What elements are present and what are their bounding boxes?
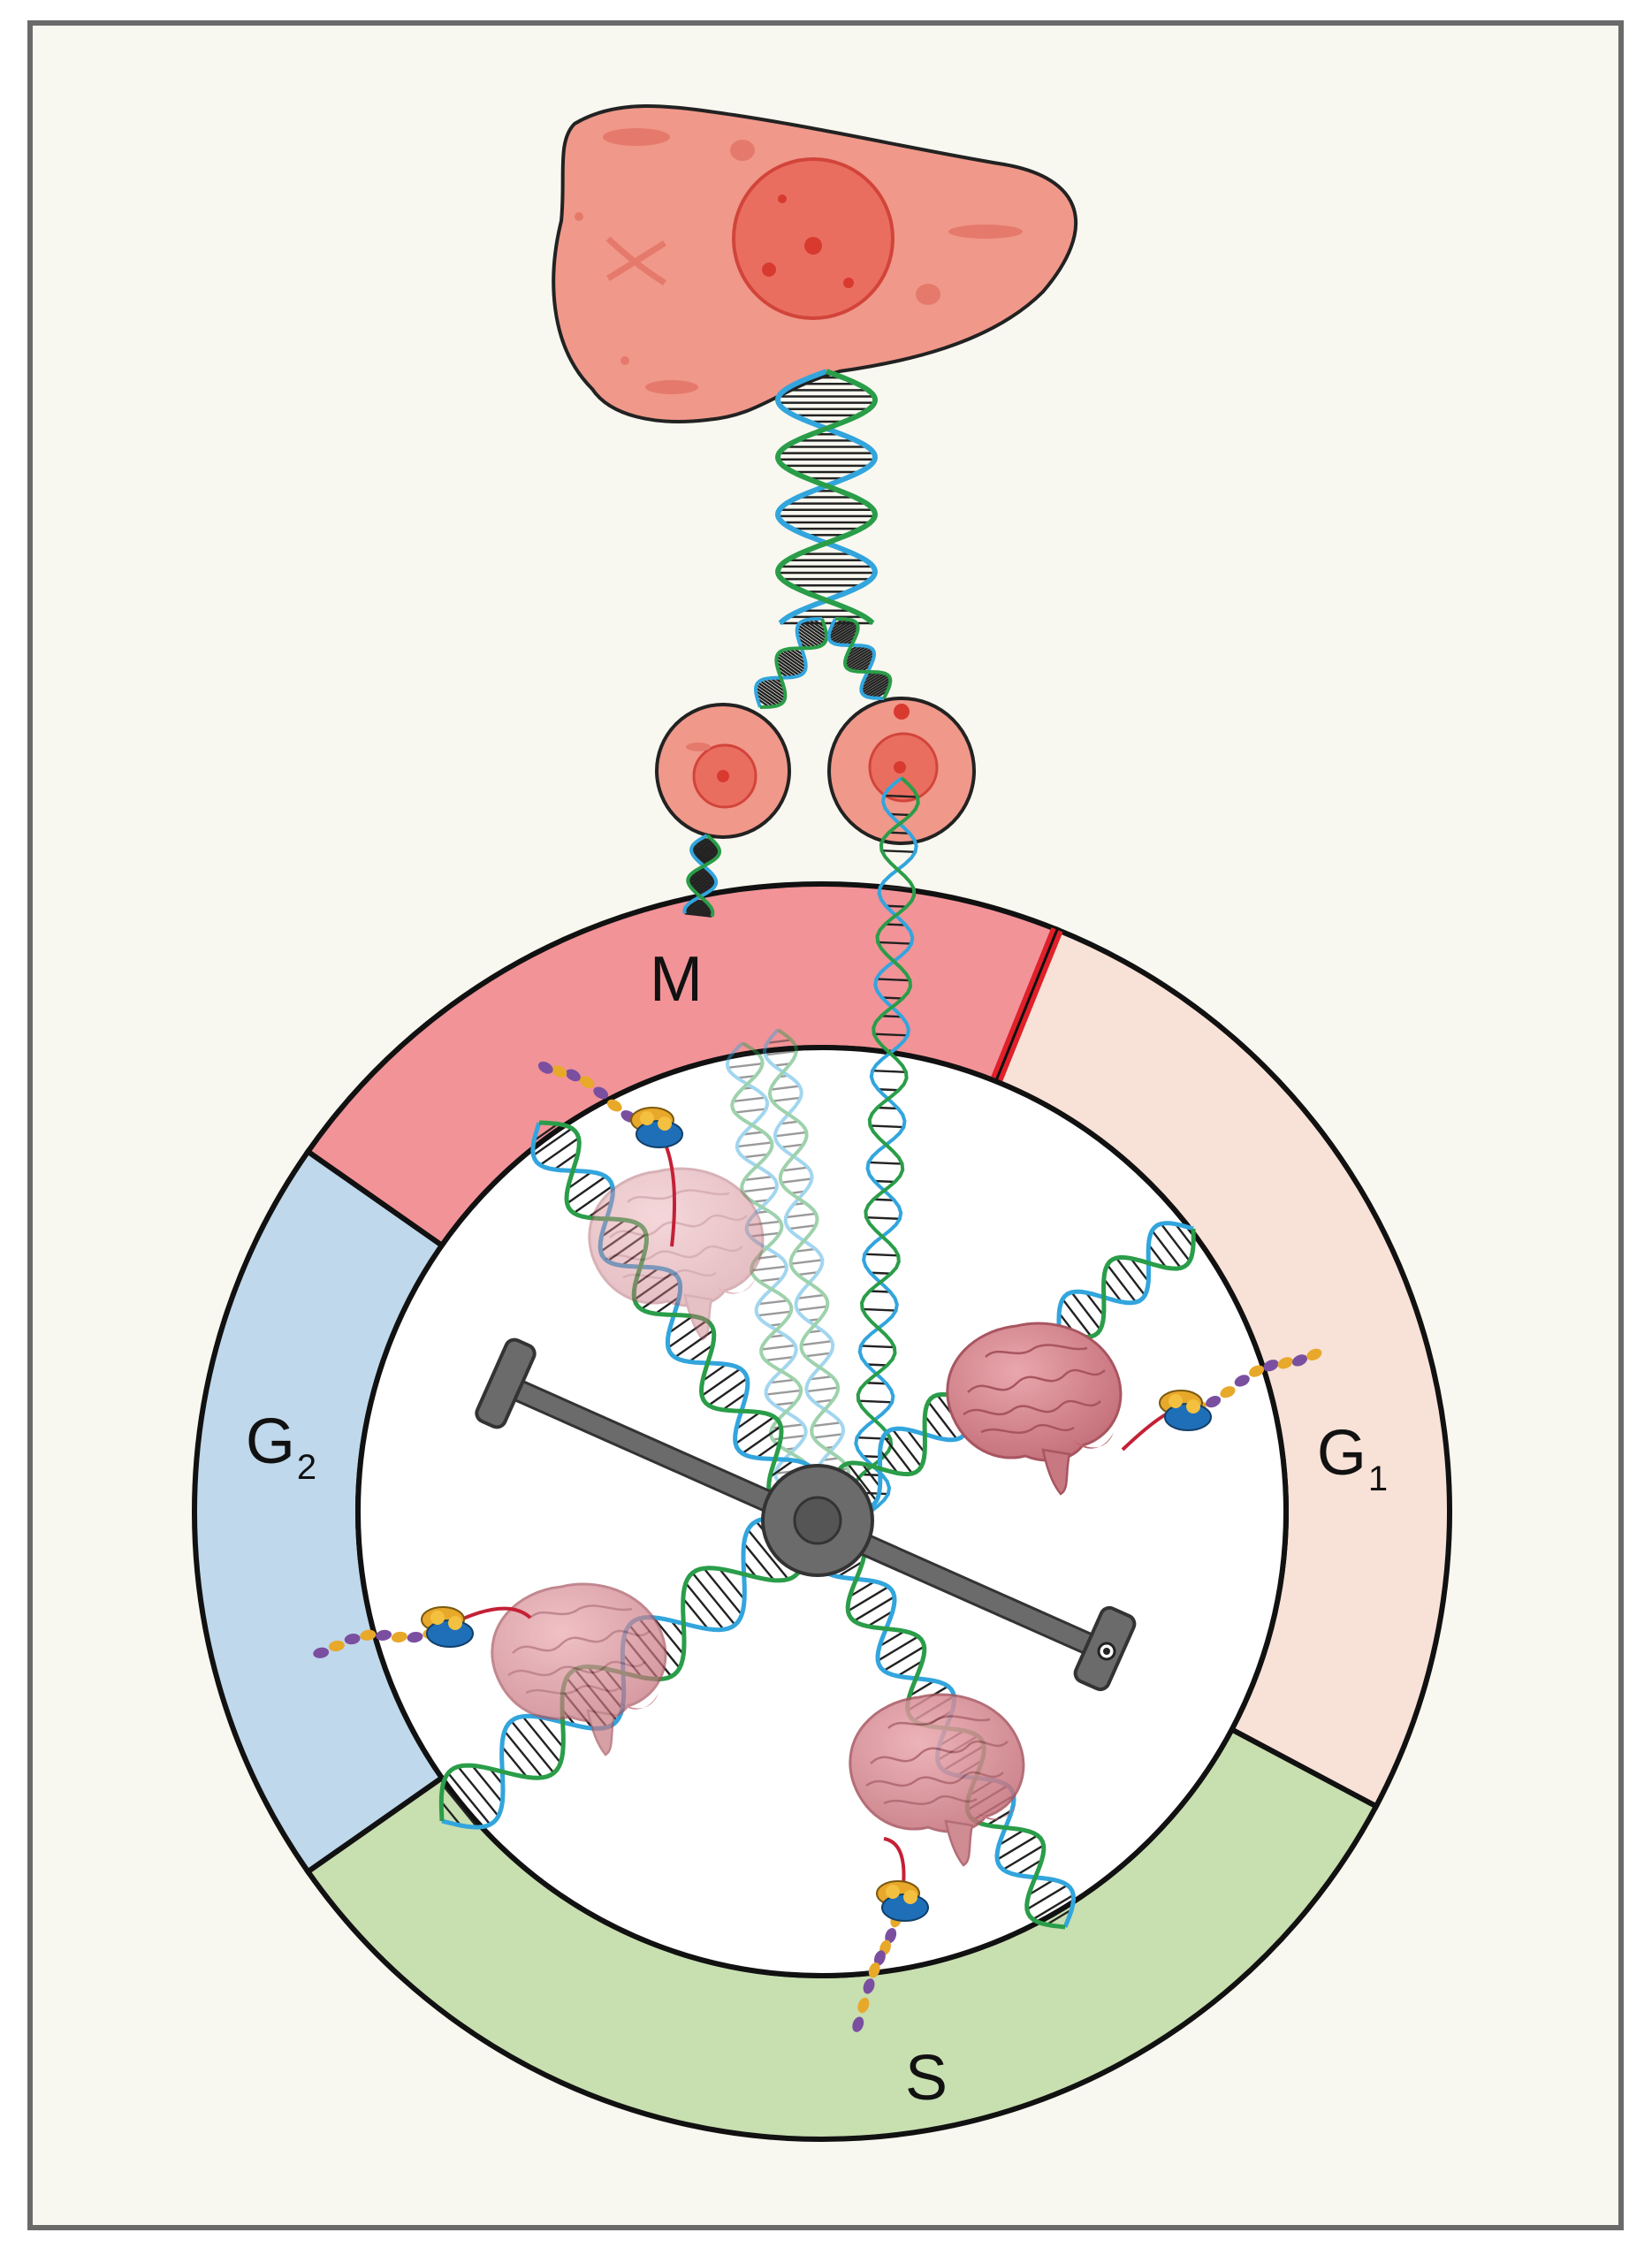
dna-helix-icon <box>826 617 893 700</box>
brain-icon <box>849 1693 1025 1867</box>
daughter-cell-left <box>655 703 791 839</box>
brain-icon <box>946 1322 1123 1496</box>
dna-helix-icon <box>682 834 721 918</box>
cell-icon <box>552 104 1077 423</box>
brains <box>491 1167 1123 1867</box>
ribosome-icon <box>1121 1348 1322 1452</box>
phase-label-g1: G1 <box>1317 1418 1388 1498</box>
dna-helix-icon <box>774 369 879 626</box>
daughter-cell-right <box>827 697 976 845</box>
brain-icon <box>491 1582 667 1756</box>
ribosome-icon <box>537 1061 683 1247</box>
brain-icon <box>588 1167 765 1341</box>
dna-helices <box>438 369 1196 1930</box>
phase-label-g2: G2 <box>246 1406 316 1487</box>
ribosome-icon <box>313 1606 532 1658</box>
dna-helix-icon <box>754 617 828 709</box>
ribosomes <box>313 1061 1322 2032</box>
dna-helix-icon <box>852 776 920 1513</box>
crank-icon <box>475 1337 1137 1692</box>
phase-labels: M G1 S G2 <box>246 944 1388 2114</box>
phase-label-m: M <box>650 944 703 1015</box>
ribosome-icon <box>852 1837 929 2032</box>
phase-label-s: S <box>905 2043 948 2114</box>
